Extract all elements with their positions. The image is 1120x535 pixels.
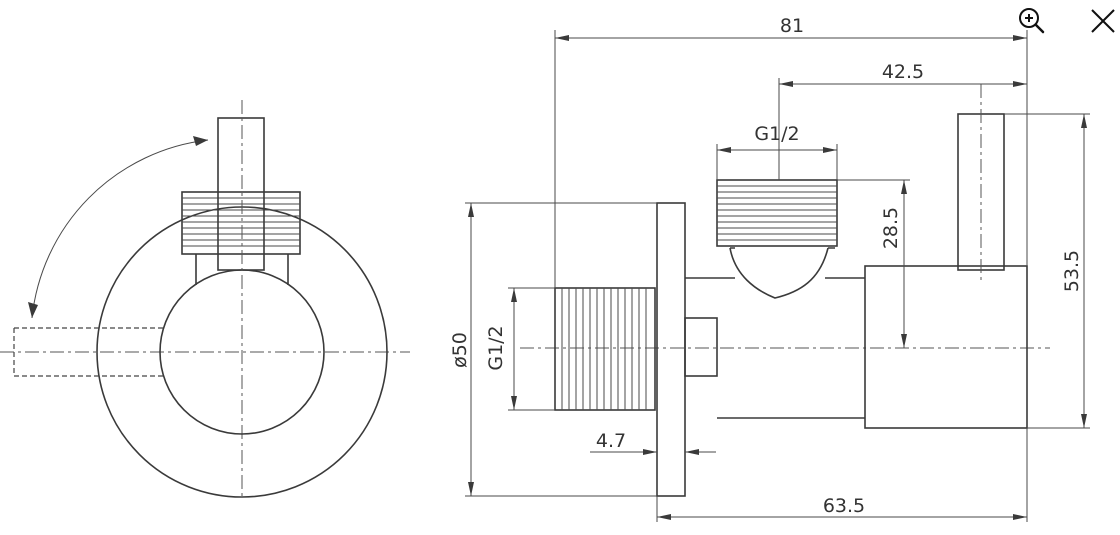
front-view-handle — [217, 117, 265, 271]
dim-flange-thickness: 4.7 — [596, 430, 626, 452]
close-icon — [1091, 9, 1115, 33]
side-view-flange-stem — [684, 317, 718, 377]
zoom-in-button[interactable] — [1015, 4, 1047, 36]
dim-handle-height: 53.5 — [1061, 250, 1083, 292]
dim-outlet-height: 28.5 — [880, 207, 902, 249]
dim-overall-length: 81 — [780, 15, 804, 37]
side-view-outlet-thread — [716, 179, 838, 247]
side-view: 81 42.5 G1/2 28.5 53.5 ø50 G1/2 4.7 63.5 — [449, 15, 1090, 522]
dimension-labels: 81 42.5 G1/2 28.5 53.5 ø50 G1/2 4.7 63.5 — [449, 15, 1083, 517]
dimension-lines — [465, 30, 1090, 522]
dim-flange-diameter: ø50 — [449, 332, 471, 368]
dim-body-length: 63.5 — [823, 495, 865, 517]
front-view-outlet-thread — [181, 191, 301, 285]
dim-outlet-offset: 42.5 — [882, 61, 924, 83]
front-view — [0, 100, 410, 500]
dim-inlet-thread: G1/2 — [485, 325, 507, 370]
rotation-arrow-head-bottom — [28, 302, 38, 318]
side-view-outlet-neck — [729, 247, 829, 299]
front-view-hidden-lever — [13, 327, 165, 377]
rotation-arrow-head-top — [193, 136, 208, 146]
close-button[interactable] — [1086, 4, 1118, 36]
dim-outlet-thread: G1/2 — [754, 123, 799, 145]
side-view-inlet-thread — [554, 287, 656, 411]
side-view-valve-body — [864, 265, 1028, 429]
zoom-in-icon — [1019, 8, 1045, 34]
side-view-flange — [656, 202, 686, 497]
front-view-rotation-arc — [31, 139, 209, 319]
